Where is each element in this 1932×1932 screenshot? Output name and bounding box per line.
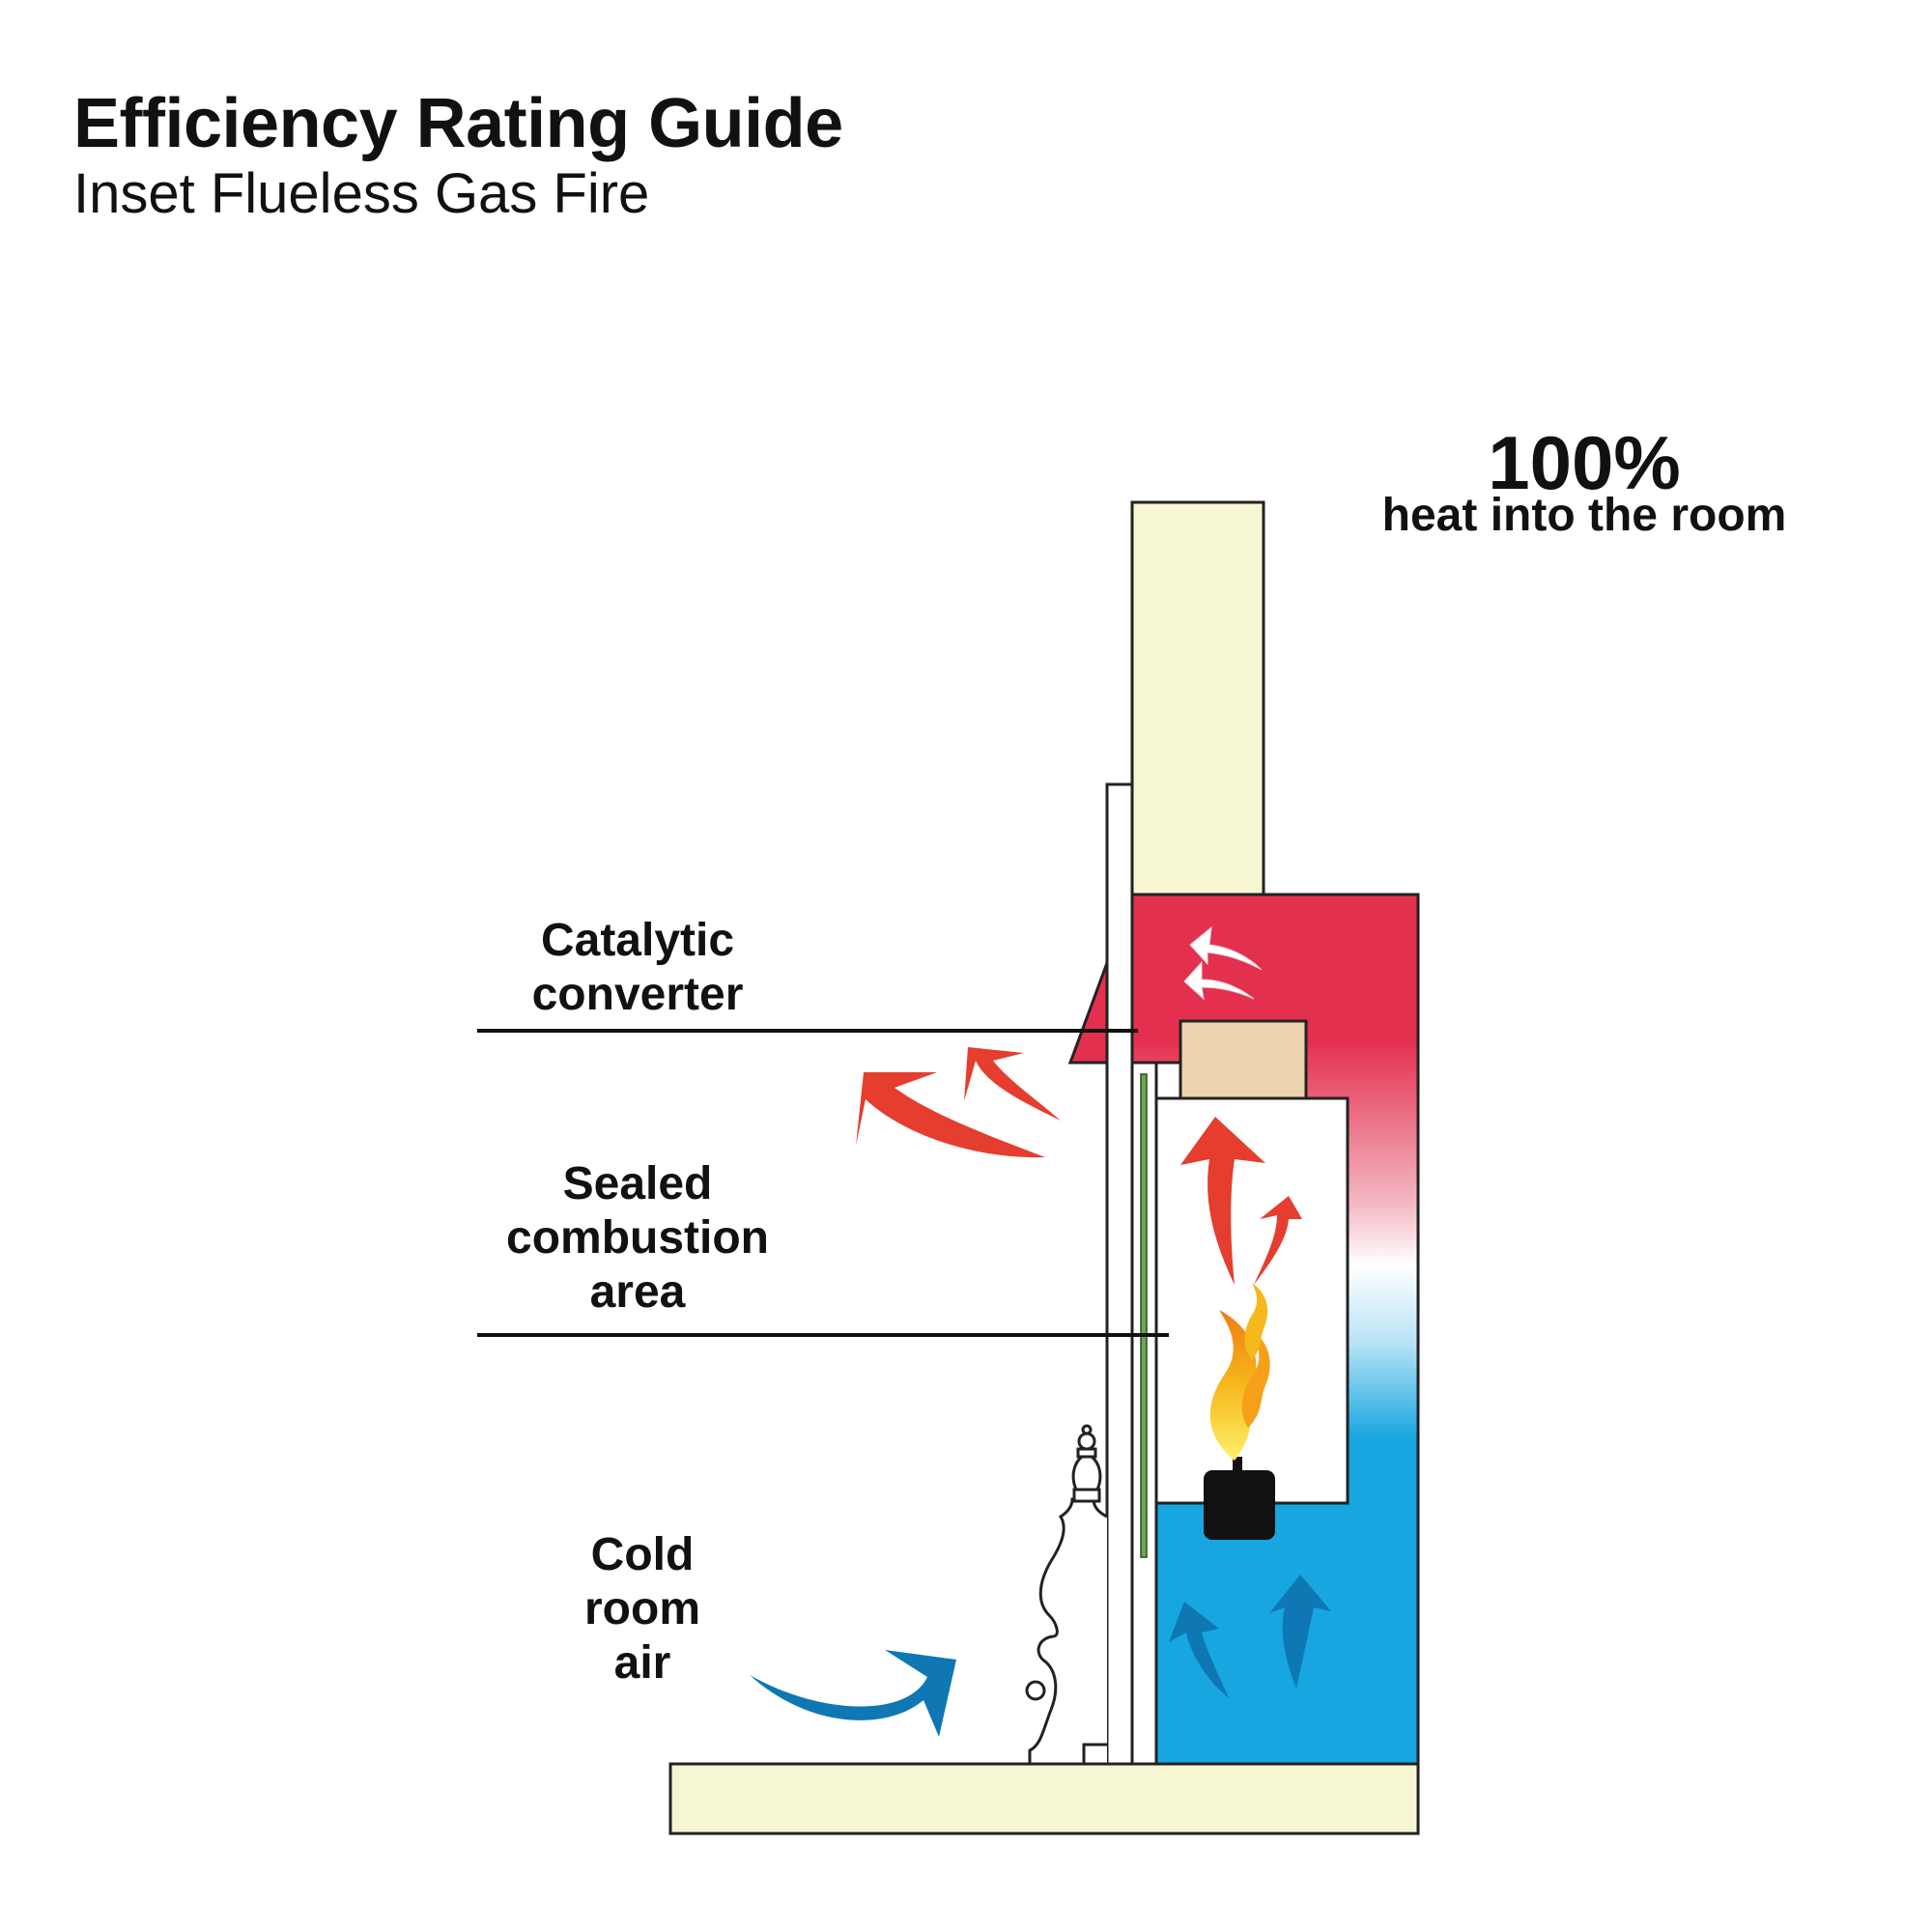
cold-air-arrow-icon: [1169, 1575, 1331, 1698]
front-panel: [1105, 782, 1134, 1766]
surround-knob: [1025, 1680, 1046, 1701]
label-cold-room-air: Cold room air: [584, 1529, 700, 1689]
surround-step: [1082, 1743, 1107, 1764]
percent-caption: heat into the room: [1381, 490, 1787, 541]
flame-icon: [1209, 1283, 1270, 1461]
finial-icon: [1071, 1424, 1102, 1503]
combustion-chamber: [1154, 1096, 1350, 1505]
page-subtitle: Inset Flueless Gas Fire: [73, 162, 650, 225]
glass-strip: [1140, 1073, 1148, 1558]
hot-air-arrow-icon: [856, 1047, 1061, 1158]
fire-surround-ornament: [1028, 1497, 1108, 1766]
burner-icon: [1204, 1457, 1275, 1540]
catalytic-converter-block: [1179, 1019, 1308, 1100]
label-catalytic-converter: Catalytic converter: [531, 915, 744, 1020]
hearth-floor: [668, 1762, 1420, 1835]
percent-value: 100%: [1488, 420, 1681, 505]
hot-air-arrow-icon: [1180, 1117, 1302, 1285]
cold-air-arrow-icon: [750, 1650, 956, 1737]
label-sealed-combustion: Sealed combustion area: [506, 1158, 769, 1318]
white-flow-arrow-icon: [1183, 925, 1263, 1001]
page-title: Efficiency Rating Guide: [73, 85, 843, 162]
chimney-breast: [1130, 500, 1265, 900]
